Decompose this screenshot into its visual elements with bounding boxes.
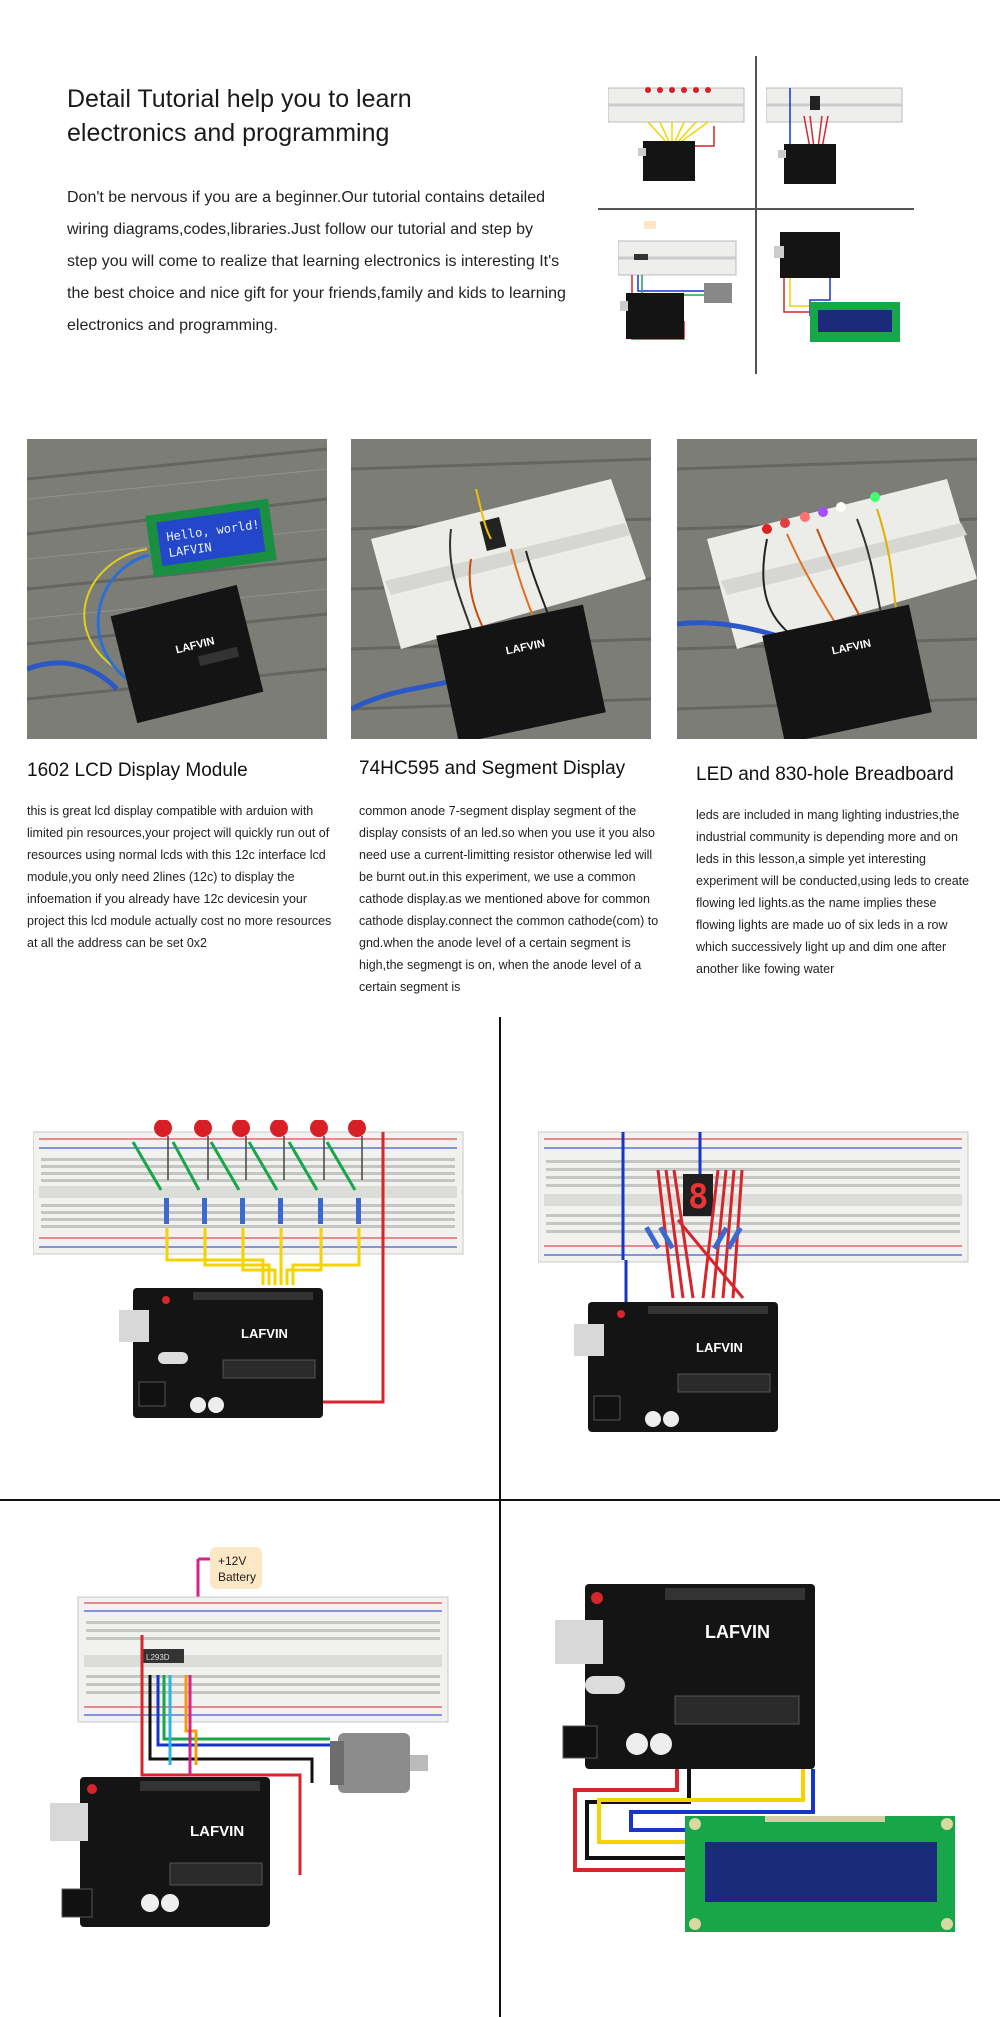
battery-label-line-1: +12V [218, 1554, 246, 1568]
card-title-led: LED and 830-hole Breadboard [696, 764, 954, 785]
mini-diagram-leds [608, 87, 745, 181]
diagram-board-brand: LAFVIN [241, 1326, 288, 1341]
driver-chip-label: L293D [146, 1653, 170, 1662]
intro-title: Detail Tutorial help you to learn electr… [67, 85, 412, 147]
mini-diagram-lcd [774, 232, 900, 342]
diagram-flowing-leds: LAFVIN [33, 1120, 464, 1418]
diagram-board-brand: LAFVIN [190, 1823, 244, 1840]
card-body-led: leds are included in mang lighting indus… [696, 808, 970, 976]
mini-grid-divider-vertical [755, 56, 757, 374]
mini-diagram-motor [618, 221, 737, 340]
diagram-seven-segment: 8 LAFVIN [538, 1131, 969, 1432]
diagram-board-brand: LAFVIN [705, 1622, 770, 1642]
photo-led-breadboard: LAFVIN [677, 439, 977, 739]
diagram-board-brand: LAFVIN [696, 1340, 743, 1355]
photo-lcd-module: Hello, world! LAFVIN LAFVIN [27, 439, 327, 739]
mini-diagram-grid [598, 56, 914, 374]
diagram-grid-divider-horizontal [0, 1499, 1000, 1501]
svg-text:8: 8 [688, 1177, 708, 1217]
lcd-photo-line-2: LAFVIN [168, 540, 213, 560]
card-title-segment: 74HC595 and Segment Display [359, 758, 626, 779]
diagram-grid-divider-vertical [499, 1017, 501, 2017]
card-title-lcd: 1602 LCD Display Module [27, 760, 248, 781]
photo-segment-display: LAFVIN [351, 439, 651, 739]
mini-grid-divider-horizontal [598, 208, 914, 210]
intro-body: Don't be nervous if you are a beginner.O… [67, 189, 566, 334]
diagram-dc-motor: +12V Battery L293D LAFVIN [50, 1547, 449, 1927]
battery-label-line-2: Battery [218, 1570, 256, 1584]
card-body-segment: common anode 7-segment display segment o… [359, 804, 659, 994]
mini-diagram-segment [766, 87, 903, 184]
diagram-lcd-1602: LAFVIN [555, 1584, 955, 1932]
card-body-lcd: this is great lcd display compatible wit… [27, 804, 332, 950]
